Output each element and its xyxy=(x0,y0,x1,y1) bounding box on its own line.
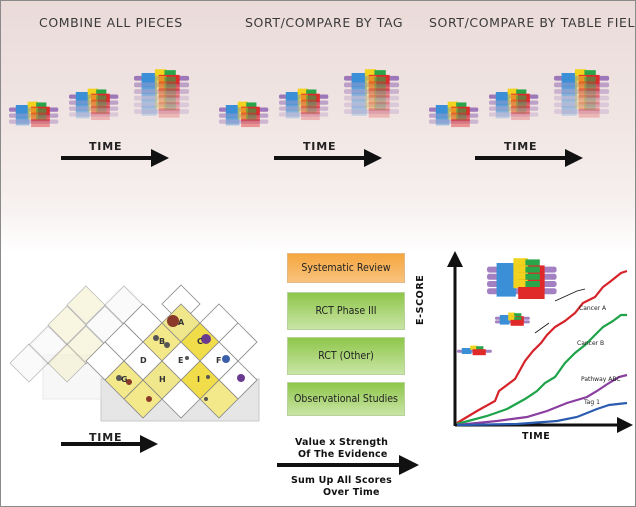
header-sort-field: SORT/COMPARE BY TABLE FIELD xyxy=(429,15,636,30)
formula-line1: Value x Strength xyxy=(295,437,389,448)
grid-letter-a: A xyxy=(178,318,185,327)
series-label-cancer-a: Cancer A xyxy=(579,305,607,312)
cluster-group1-small xyxy=(9,101,59,128)
grid-letter-g: G xyxy=(121,375,128,384)
time-arrow-1 xyxy=(61,149,169,167)
grid-dot-2 xyxy=(164,342,170,348)
grid-back-cell-7 xyxy=(47,343,87,383)
time-arrow-2 xyxy=(274,149,382,167)
grid-dot-11 xyxy=(146,396,152,402)
escore-chart xyxy=(447,251,633,433)
grid-letter-d: D xyxy=(140,356,147,365)
grid-cell-g xyxy=(104,360,144,400)
chart-cluster-large xyxy=(487,258,557,299)
time-arrows-top xyxy=(61,149,583,167)
header-sort-tag: SORT/COMPARE BY TAG xyxy=(245,15,404,30)
grid-letter-h: H xyxy=(159,375,166,384)
time-label-2: TIME xyxy=(303,140,337,153)
formula-line4: Over Time xyxy=(323,487,380,498)
series-label-cancer-b: Cancer B xyxy=(577,340,605,347)
callout-a xyxy=(554,288,586,302)
x-axis-label: TIME xyxy=(522,431,551,442)
evidence-rct-other: RCT (Other) xyxy=(287,337,405,375)
grid-letter-b: B xyxy=(159,337,166,346)
y-axis-arrowhead xyxy=(447,251,463,267)
series-line-cancer-a xyxy=(456,269,628,424)
grid-dot-3 xyxy=(201,334,211,344)
cluster-group2-medium xyxy=(279,88,329,121)
cluster-group3-medium xyxy=(489,88,539,121)
grid-dot-10 xyxy=(204,397,208,401)
grid-cell-i xyxy=(180,360,220,400)
time-arrow-3 xyxy=(475,149,583,167)
formula-line3: Sum Up All Scores xyxy=(291,475,392,486)
grid-dot-9 xyxy=(237,374,245,382)
formula-arrow xyxy=(277,455,419,475)
cluster-group3-small xyxy=(429,101,479,128)
header-combine: COMBINE ALL PIECES xyxy=(39,15,183,30)
cluster-group1-medium xyxy=(69,88,119,121)
grid-letter-i: I xyxy=(197,375,200,384)
time-label-1: TIME xyxy=(89,140,123,153)
formula-line2: Of The Evidence xyxy=(298,449,388,460)
grid-cell-h xyxy=(142,360,182,400)
cluster-group1-large xyxy=(134,69,190,118)
grid-dot-0 xyxy=(167,315,179,327)
time-arrow-bottom xyxy=(61,435,158,453)
series-label-tag1: Tag 1 xyxy=(584,399,600,406)
grid-back-cell-6 xyxy=(9,343,49,383)
cluster-group2-small xyxy=(219,101,269,128)
x-axis-arrowhead xyxy=(617,417,633,433)
grid-dot-6 xyxy=(116,375,122,381)
series-line-tag1 xyxy=(456,401,628,427)
evidence-grid xyxy=(9,284,260,422)
block-clusters xyxy=(9,69,610,128)
grid-dot-1 xyxy=(153,335,159,341)
grid-letter-c: C xyxy=(197,337,203,346)
cluster-group3-large xyxy=(554,69,610,118)
grid-dot-4 xyxy=(185,356,189,360)
evidence-observational: Observational Studies xyxy=(287,382,405,416)
grid-back-cell-0 xyxy=(66,285,106,325)
series-line-cancer-b xyxy=(456,313,627,426)
grid-dot-7 xyxy=(126,379,132,385)
time-label-bottom: TIME xyxy=(89,431,123,444)
series-label-pathway: Pathway ABC xyxy=(581,376,621,383)
cluster-group2-large xyxy=(344,69,400,118)
grid-letter-e: E xyxy=(178,356,184,365)
series-line-pathway xyxy=(456,373,628,427)
grid-dot-8 xyxy=(206,375,210,379)
evidence-systematic-review: Systematic Review xyxy=(287,253,405,283)
chart-cluster-small xyxy=(457,345,492,356)
time-label-3: TIME xyxy=(504,140,538,153)
evidence-rct-phase-iii: RCT Phase III xyxy=(287,292,405,330)
callout-b xyxy=(534,322,550,334)
chart-cluster-medium xyxy=(495,312,530,326)
y-axis-label: E-SCORE xyxy=(415,274,426,325)
grid-letter-f: F xyxy=(216,356,222,365)
grid-dot-5 xyxy=(222,355,230,363)
